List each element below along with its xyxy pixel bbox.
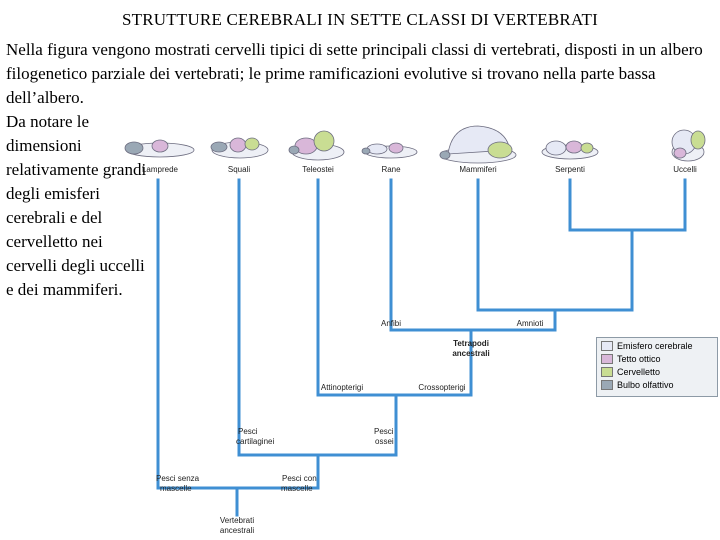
node-label-pesci-senza-mascelle: Pesci senza (156, 474, 200, 483)
node-label-pesci-con-mascelle-2: mascelle (281, 484, 313, 493)
brain-mammiferi (439, 125, 517, 164)
class-label-mammiferi: Mammiferi (459, 165, 497, 174)
legend-label: Cervelletto (617, 366, 661, 377)
class-label-squali: Squali (228, 165, 250, 174)
legend-swatch (601, 366, 613, 377)
node-label-crossopterigi: Crossopterigi (418, 383, 465, 392)
legend-item: Bulbo olfattivo (601, 379, 717, 390)
node-label-tetrapodi-2: ancestrali (452, 349, 489, 358)
legend-label: Tetto ottico (617, 353, 661, 364)
node-label-vertebrati-2: ancestrali (220, 526, 254, 535)
node-label-pesci-ossei: Pesci (374, 427, 394, 436)
class-label-serpenti: Serpenti (555, 165, 585, 174)
page-title: STRUTTURE CEREBRALI IN SETTE CLASSI DI V… (122, 10, 598, 29)
brain-rane (361, 142, 418, 159)
brain-squali (210, 137, 269, 159)
class-label-rane: Rane (381, 165, 401, 174)
brain-serpenti (541, 140, 599, 160)
legend-label: Bulbo olfattivo (617, 379, 674, 390)
legend-swatch (601, 340, 613, 351)
legend-item: Emisfero cerebrale (601, 340, 717, 351)
legend-item: Cervelletto (601, 366, 717, 377)
branch-rettili-uccelli (568, 228, 687, 312)
node-label-pesci-cartilaginei: Pesci (238, 427, 258, 436)
node-label-vertebrati: Vertebrati (220, 516, 254, 525)
brain-uccelli (671, 129, 706, 162)
class-label-uccelli: Uccelli (673, 165, 697, 174)
tree-branches (156, 178, 687, 517)
node-label-pesci-cartilaginei-2: cartilaginei (236, 437, 274, 446)
legend-item: Tetto ottico (601, 353, 717, 364)
node-label-attinopterigi: Attinopterigi (321, 383, 363, 392)
intro-paragraph: Nella figura vengono mostrati cervelli t… (6, 40, 703, 107)
node-label-amnioti: Amnioti (517, 319, 544, 328)
legend-swatch (601, 353, 613, 364)
node-label-pesci-ossei-2: ossei (375, 437, 394, 446)
side-note: Da notare le dimensioni relativamente gr… (6, 112, 147, 299)
branch-tetrapodi (389, 328, 557, 397)
node-label-anfibi: Anfibi (381, 319, 401, 328)
class-label-teleostei: Teleostei (302, 165, 334, 174)
node-label-pesci-senza-mascelle-2: mascelle (160, 484, 192, 493)
branch-vertebrati (156, 486, 320, 517)
node-label-tetrapodi: Tetrapodi (453, 339, 489, 348)
legend-label: Emisfero cerebrale (617, 340, 693, 351)
brain-lamprede (124, 139, 195, 158)
class-label-lamprede: Lamprede (142, 165, 179, 174)
branch-amnioti (476, 308, 634, 332)
brain-teleostei (288, 130, 345, 161)
legend-swatch (601, 379, 613, 390)
legend: Emisfero cerebrale Tetto ottico Cervelle… (596, 337, 718, 397)
node-label-pesci-con-mascelle: Pesci con (282, 474, 317, 483)
branch-pesci-con-mascelle (237, 453, 398, 490)
branch-pesci-ossei (316, 393, 473, 457)
